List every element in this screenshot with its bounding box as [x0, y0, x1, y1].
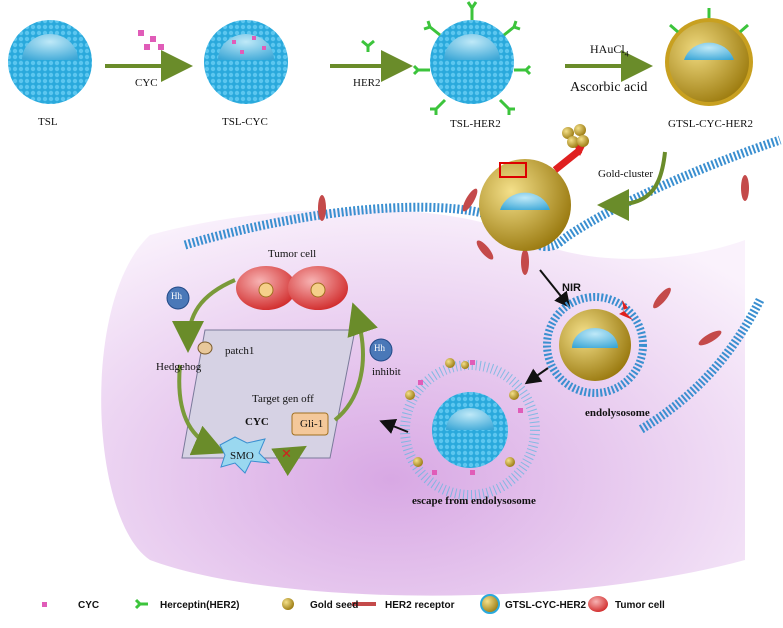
label-gtsl: GTSL-CYC-HER2 — [668, 118, 753, 130]
arrow3-label-bottom: Ascorbic acid — [570, 80, 648, 95]
hh-label-2: Hh — [374, 343, 385, 353]
liposome-tsl — [8, 20, 92, 104]
cell-membrane-right — [637, 297, 765, 434]
escape-arrow — [524, 367, 549, 385]
her2-antibody-icon — [361, 39, 375, 52]
legend-receptor: HER2 receptor — [385, 600, 455, 611]
endolysosome — [543, 293, 647, 397]
patch1-icon — [197, 341, 213, 355]
escaped-liposome — [400, 358, 540, 500]
smo-label: SMO — [230, 450, 254, 462]
block-mark-icon: ✕ — [281, 446, 292, 461]
nir-label: NIR — [562, 282, 581, 294]
pathway-arrows — [172, 278, 378, 477]
legend-graphics — [42, 594, 608, 614]
hh-label-1: Hh — [171, 291, 182, 301]
gli-label: Gli-1 — [300, 418, 324, 430]
gold-cluster-label: Gold-cluster — [598, 168, 653, 180]
arrow2-label: HER2 — [353, 77, 381, 89]
nir-arrow — [539, 269, 571, 309]
legend-tumor: Tumor cell — [615, 600, 665, 611]
target-label: Target gen off — [252, 393, 314, 405]
label-tsl: TSL — [38, 116, 58, 128]
endolysosome-label: endolysosome — [585, 407, 650, 419]
gli-icon — [291, 412, 329, 436]
cyc-label: CYC — [245, 416, 269, 428]
label-tsl-cyc: TSL-CYC — [222, 116, 268, 128]
entering-gtsl — [479, 142, 586, 251]
liposome-tsl-cyc — [204, 20, 288, 104]
legend-gtsl: GTSL-CYC-HER2 — [505, 600, 587, 611]
cyc-particles — [138, 30, 164, 50]
hh-icon-1 — [166, 286, 190, 310]
liposome-tsl-her2 — [412, 1, 532, 115]
arrow1-label: CYC — [135, 77, 158, 89]
arrow3-label-top: HAuCl4 — [590, 42, 629, 59]
inhibit-label: inhibit — [372, 366, 401, 378]
gold-cluster — [562, 124, 589, 148]
arrow-to-cell — [597, 151, 667, 221]
hh-icon-2 — [369, 338, 393, 362]
liposome-gtsl — [665, 8, 753, 106]
legend-herceptin: Herceptin(HER2) — [160, 600, 240, 611]
label-tsl-her2: TSL-HER2 — [450, 118, 501, 130]
patch1-label: patch1 — [225, 345, 255, 357]
tumor-cell-label: Tumor cell — [268, 248, 317, 260]
escape-label: escape from endolysosome — [412, 495, 536, 507]
legend-cyc: CYC — [78, 600, 100, 611]
her2-receptors — [318, 175, 749, 346]
smo-icon — [219, 436, 271, 474]
release-arrow — [379, 419, 409, 434]
legend-gold: Gold seed — [310, 600, 359, 611]
tumor-cells — [236, 266, 348, 310]
hedgehog-label: Hedgehog — [156, 361, 202, 373]
